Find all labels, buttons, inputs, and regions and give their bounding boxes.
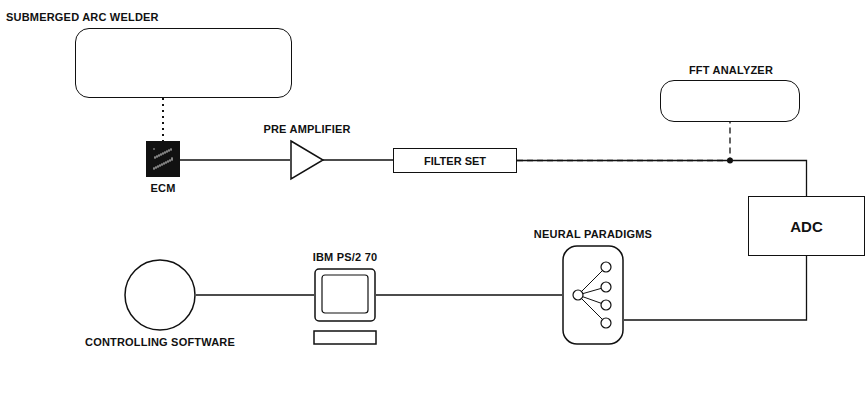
computer-monitor-outline xyxy=(314,268,376,322)
signal-wire xyxy=(196,294,314,295)
acoustic-coupling-line xyxy=(162,98,164,141)
signal-wire xyxy=(180,159,290,160)
part-label: FFT ANALYZER xyxy=(687,64,775,76)
software-circle-outline xyxy=(124,259,196,331)
part-label: ECM xyxy=(148,182,177,194)
amplifier-triangle: PRE AMPLIFIER xyxy=(290,140,324,180)
junction-dot xyxy=(727,158,733,164)
box-label: ADC xyxy=(749,197,864,255)
neural-network-box-outline xyxy=(562,245,624,345)
software-circle: CONTROLLING SOFTWARE xyxy=(124,259,196,331)
box-label: FILTER SET xyxy=(394,149,516,172)
analyzer-box: FFT ANALYZER xyxy=(660,80,800,122)
monitor-tap-line xyxy=(517,122,730,161)
part-label: PRE AMPLIFIER xyxy=(261,123,352,135)
neural-network-box: NEURAL PARADIGMS xyxy=(562,245,624,345)
microphone-symbol: ECM xyxy=(146,141,180,177)
amplifier-triangle-outline xyxy=(290,140,324,180)
part-label: NEURAL PARADIGMS xyxy=(532,228,654,240)
filter-box: FILTER SET xyxy=(393,148,517,173)
part-label: SUBMERGED ARC WELDER xyxy=(4,11,161,23)
adc-box: ADC xyxy=(748,196,865,256)
computer-monitor: IBM PS/2 70 xyxy=(314,268,376,322)
part-label: IBM PS/2 70 xyxy=(311,251,380,263)
part-label: CONTROLLING SOFTWARE xyxy=(83,336,237,348)
signal-wire xyxy=(376,294,562,295)
signal-wire xyxy=(624,256,807,320)
microphone-symbol-outline xyxy=(146,141,180,177)
welder-box: SUBMERGED ARC WELDER xyxy=(75,28,292,98)
signal-wire xyxy=(517,161,807,197)
signal-wire xyxy=(323,159,393,160)
